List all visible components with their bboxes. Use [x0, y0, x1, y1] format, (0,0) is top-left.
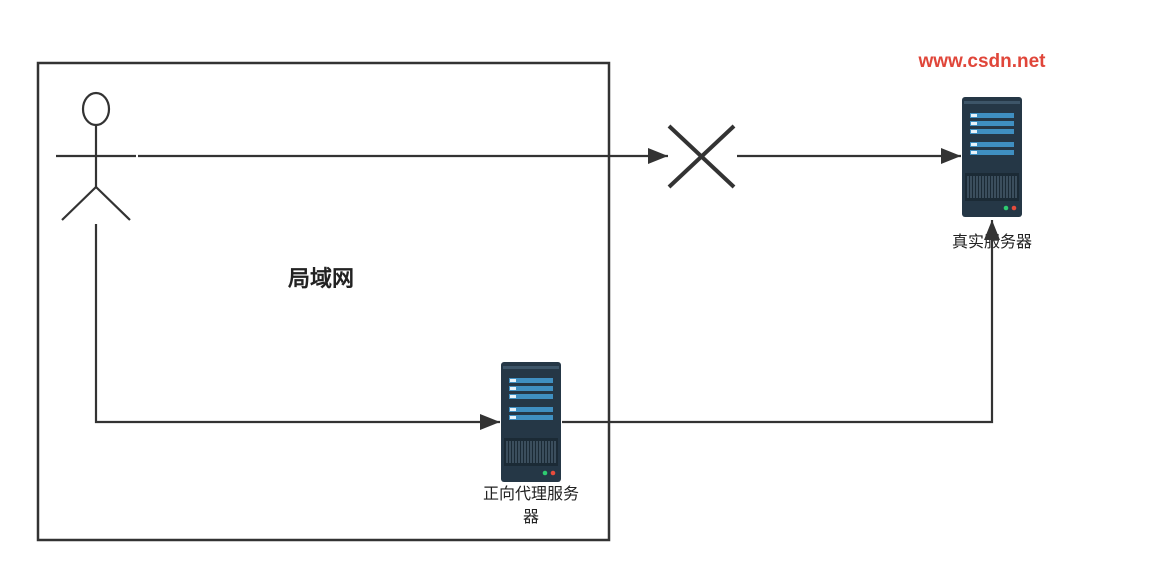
proxy-server-label-line1: 正向代理服务 [483, 484, 579, 503]
proxy-to-real-server-edge [562, 220, 1000, 424]
user-to-proxy-edge [94, 224, 500, 430]
proxy-server-label-line2: 器 [523, 507, 539, 526]
lan-boundary [36, 61, 611, 542]
csdn-watermark: www.csdn.net [917, 51, 1046, 72]
real-server-icon[interactable] [961, 96, 1023, 218]
lan-title: 局域网 [288, 266, 354, 292]
close-x-icon [667, 124, 736, 189]
user-actor-icon[interactable] [56, 91, 136, 221]
proxy-server-icon[interactable] [500, 361, 562, 483]
